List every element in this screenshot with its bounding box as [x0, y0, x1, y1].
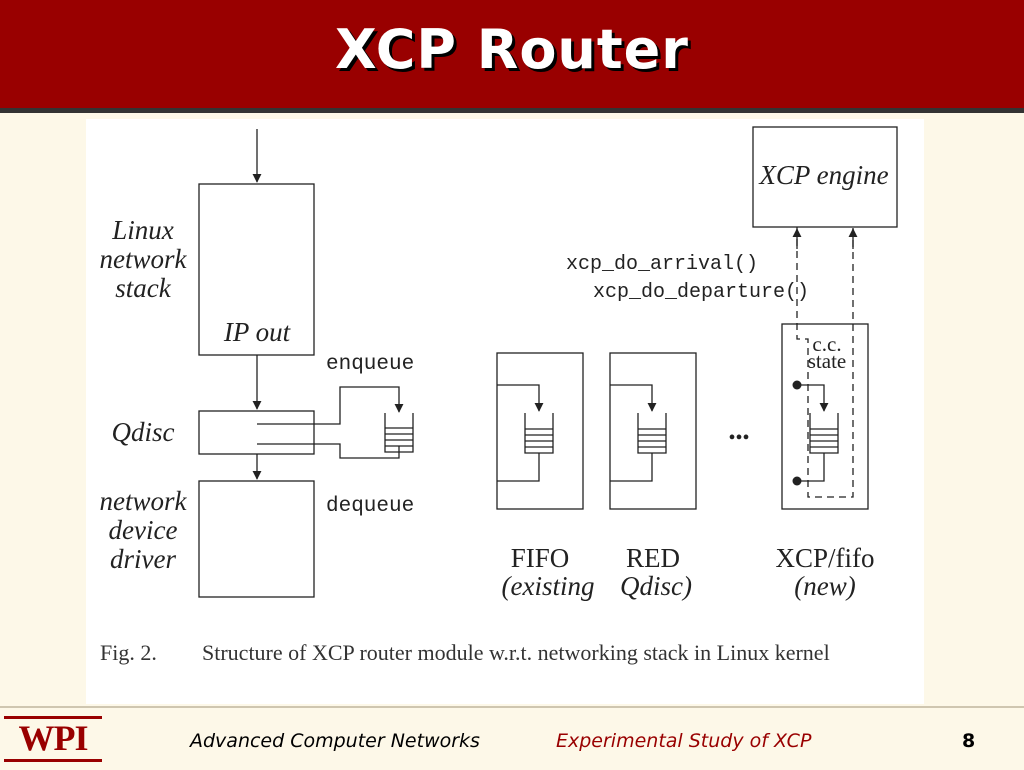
qdisc-box	[198, 410, 315, 455]
dequeue-line	[257, 443, 400, 459]
xcp-fifo-box	[781, 323, 869, 510]
qdisc-paren-label: Qdisc)	[620, 571, 692, 601]
ip-out-label: IP out	[223, 317, 292, 347]
caption-label: Fig. 2.	[100, 640, 157, 665]
existing-label: (existing	[502, 571, 595, 601]
footer-talk-title: Experimental Study of XCP	[556, 730, 812, 752]
xcp-queue-icon	[809, 413, 839, 454]
slide-title: XCP Router	[335, 18, 689, 81]
red-box	[609, 352, 697, 510]
departure-function-label: xcp_do_departure()	[593, 281, 809, 304]
ellipsis-dots: •••	[728, 427, 749, 449]
departure-tap-dot	[792, 476, 802, 486]
footer-course-title: Advanced Computer Networks	[190, 730, 480, 752]
fifo-queue-icon	[524, 413, 554, 454]
slide-number: 8	[962, 730, 976, 752]
caption-text: Structure of XCP router module w.r.t. ne…	[202, 640, 830, 665]
dequeue-label: dequeue	[326, 495, 414, 518]
driver-label-line-3: driver	[110, 544, 176, 574]
fifo-box	[496, 352, 584, 510]
driver-label-line-2: device	[109, 515, 178, 545]
enqueue-line	[257, 386, 404, 425]
red-queue-icon	[637, 413, 667, 454]
new-label: (new)	[794, 571, 855, 601]
cc-state-label-line-2: state	[808, 349, 846, 373]
cc-state-label-line-1: c.c.	[812, 332, 841, 356]
xcp-engine-label: XCP engine	[758, 160, 888, 190]
xcp-router-diagram: Linux network stack IP out Qdisc network…	[100, 126, 898, 601]
linux-label-line-2: network	[100, 244, 188, 274]
linux-label-line-1: Linux	[111, 215, 174, 245]
linux-label-line-3: stack	[115, 273, 171, 303]
driver-box	[198, 480, 315, 598]
figure-panel: Linux network stack IP out Qdisc network…	[86, 119, 924, 704]
footer-bar: WPI Advanced Computer Networks Experimen…	[0, 706, 1024, 770]
xcp-fifo-label: XCP/fifo	[775, 543, 874, 573]
qdisc-label: Qdisc	[112, 417, 175, 447]
xcp-engine-box	[752, 126, 898, 228]
fifo-label: FIFO	[511, 543, 570, 573]
figure-caption: Fig. 2. Structure of XCP router module w.…	[100, 639, 900, 667]
arrival-tap-dot	[792, 380, 802, 390]
arrival-function-label: xcp_do_arrival()	[566, 253, 758, 276]
title-bar: XCP Router	[0, 0, 1024, 113]
queue-icon	[384, 413, 414, 453]
enqueue-label: enqueue	[326, 353, 414, 376]
driver-label-line-1: network	[100, 486, 188, 516]
red-label: RED	[626, 543, 680, 573]
wpi-logo: WPI	[4, 716, 102, 762]
